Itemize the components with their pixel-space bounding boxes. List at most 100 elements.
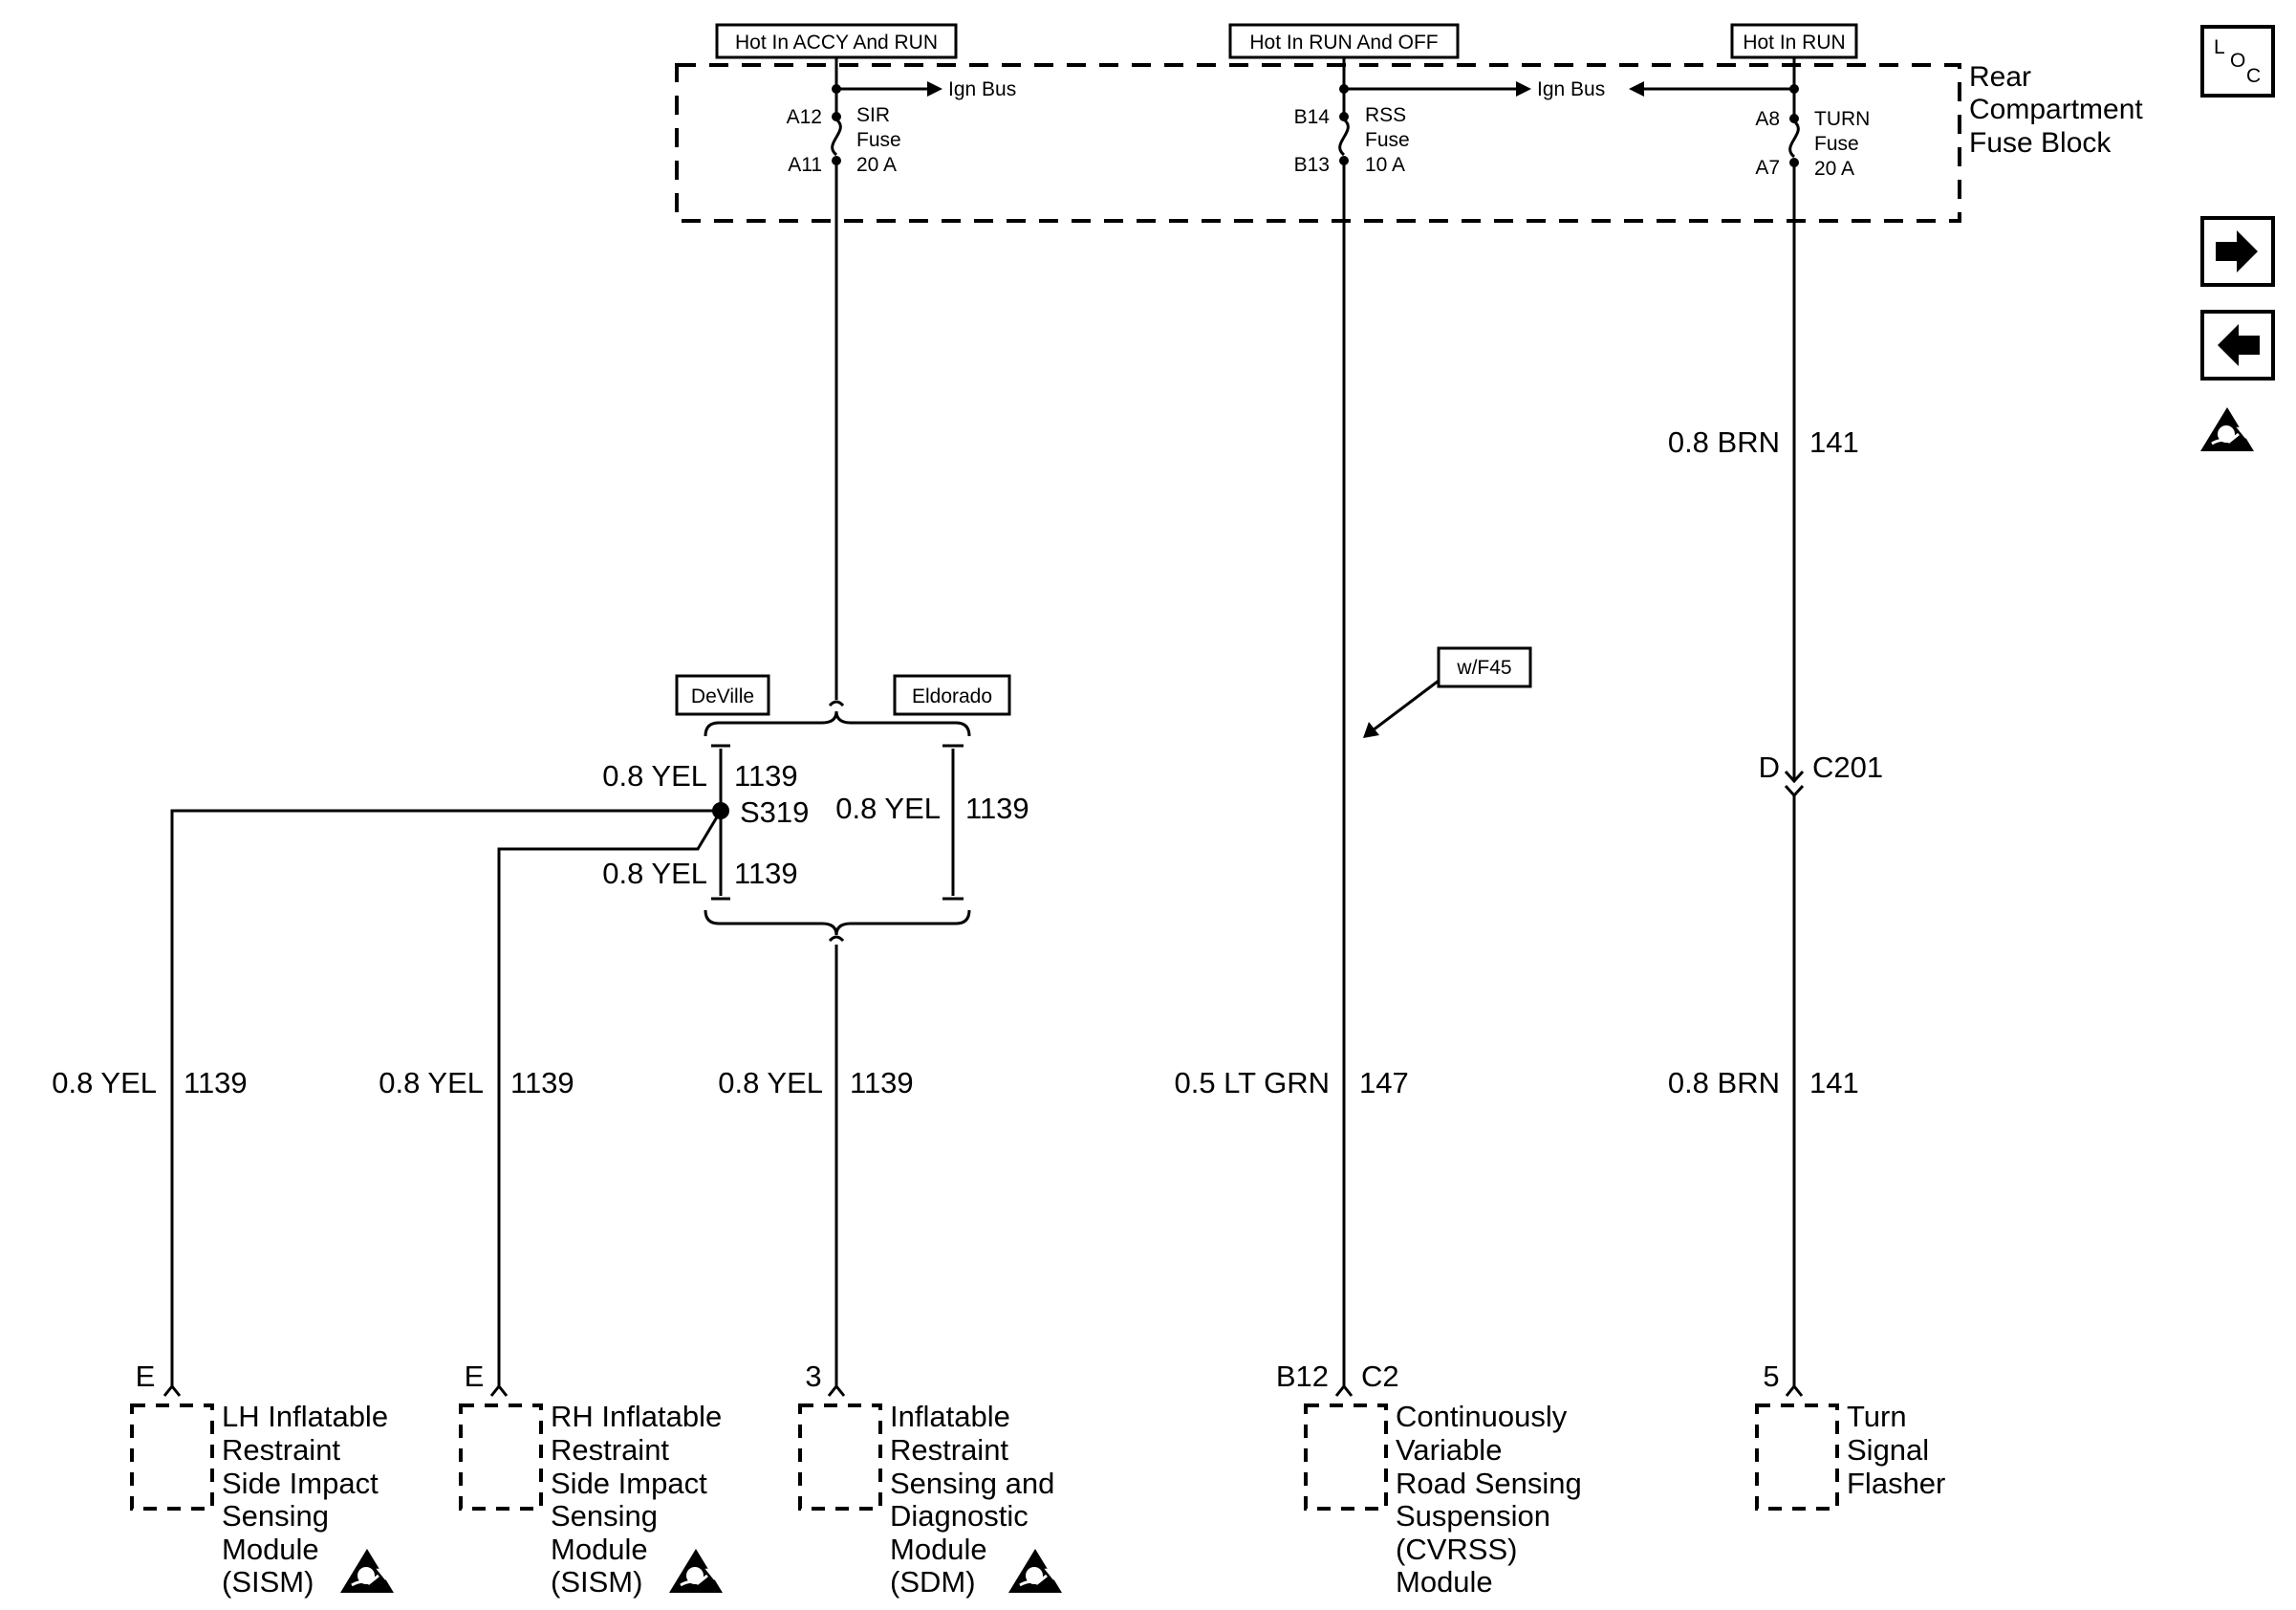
svg-text:Ign Bus: Ign Bus [1537,78,1605,100]
wire-label-w3-gauge: 0.8 YEL [718,1066,823,1099]
wire-label-w4-circuit: 147 [1359,1066,1409,1099]
svg-text:20 A: 20 A [1814,158,1854,180]
wire-label-w2-gauge: 0.8 YEL [379,1066,484,1099]
svg-text:Turn: Turn [1847,1400,1907,1433]
svg-text:Flasher: Flasher [1847,1467,1945,1500]
svg-text:B13: B13 [1294,154,1330,176]
svg-text:RSS: RSS [1365,104,1406,126]
svg-text:B12: B12 [1276,1360,1329,1393]
eldorado-circuit: 1139 [965,792,1029,825]
power-label-run-off: Hot In RUN And OFF [1228,23,1460,59]
component-turn-flasher: 5 Turn Signal Flasher [1755,1360,1945,1511]
svg-text:Side Impact: Side Impact [222,1467,379,1500]
esd-warning-icon [338,1547,396,1595]
svg-text:w/F45: w/F45 [1456,657,1511,679]
svg-text:Restraint: Restraint [551,1433,669,1467]
svg-text:Hot In RUN: Hot In RUN [1743,32,1845,54]
option-wf45: w/F45 [1363,646,1532,738]
fuse-block-label-3: Fuse Block [1969,127,2112,159]
svg-text:B14: B14 [1294,106,1331,128]
wire-label-w5-circuit: 141 [1809,425,1859,459]
splice-circuit-top: 1139 [734,759,798,793]
svg-text:L: L [2214,36,2225,58]
svg-text:(SISM): (SISM) [551,1565,642,1599]
svg-text:Fuse: Fuse [856,129,901,151]
sir-fuse: A12 A11 SIR Fuse 20 A [787,89,901,176]
svg-text:Variable: Variable [1396,1433,1502,1467]
svg-text:(CVRSS): (CVRSS) [1396,1533,1517,1566]
esd-warning-icon[interactable] [2199,405,2256,453]
svg-text:Module: Module [1396,1565,1493,1599]
component-rh-sism: E RH Inflatable Restraint Side Impact Se… [459,1360,725,1599]
svg-text:SIR: SIR [856,104,890,126]
option-eldorado: Eldorado [893,674,1011,716]
svg-text:Fuse: Fuse [1814,133,1859,155]
arrow-left-icon[interactable] [2200,310,2275,381]
wire-label-w5-gauge: 0.8 BRN [1668,425,1780,459]
svg-text:A8: A8 [1755,108,1780,130]
svg-text:Suspension: Suspension [1396,1499,1550,1533]
splice-wire-bottom: 0.8 YEL [602,857,707,890]
svg-text:Fuse: Fuse [1365,129,1410,151]
svg-text:5: 5 [1763,1360,1779,1393]
svg-text:Hot In ACCY And RUN: Hot In ACCY And RUN [735,32,938,54]
splice-wire-top: 0.8 YEL [602,759,707,793]
svg-text:3: 3 [805,1360,821,1393]
svg-text:Restraint: Restraint [890,1433,1008,1467]
eldorado-wire: 0.8 YEL [835,792,941,825]
svg-text:Diagnostic: Diagnostic [890,1499,1029,1533]
connector-c201-pin: D [1759,751,1780,784]
svg-text:O: O [2230,50,2245,72]
svg-text:Sensing and: Sensing and [890,1467,1054,1500]
svg-text:RH Inflatable: RH Inflatable [551,1400,722,1433]
svg-text:(SISM): (SISM) [222,1565,314,1599]
wire-label-w6-circuit: 141 [1809,1066,1859,1099]
svg-text:Side Impact: Side Impact [551,1467,707,1500]
fuse-block-label-1: Rear [1969,61,2031,93]
svg-text:A7: A7 [1755,157,1780,179]
component-lh-sism: E LH Inflatable Restraint Side Impact Se… [130,1360,396,1599]
svg-text:Module: Module [222,1533,319,1566]
svg-text:Road Sensing: Road Sensing [1396,1467,1582,1500]
svg-text:A11: A11 [788,154,822,176]
svg-text:E: E [465,1360,485,1393]
svg-text:E: E [136,1360,156,1393]
svg-text:Ign Bus: Ign Bus [948,78,1016,100]
svg-text:C: C [2246,65,2261,87]
svg-text:TURN: TURN [1814,108,1870,130]
svg-text:Hot In RUN And OFF: Hot In RUN And OFF [1249,32,1438,54]
arrow-right-icon[interactable] [2200,216,2275,287]
svg-text:LH Inflatable: LH Inflatable [222,1400,388,1433]
esd-warning-icon [667,1547,725,1595]
ign-bus-arrow-1: Ign Bus [836,78,1016,100]
wire-label-w2-circuit: 1139 [510,1066,574,1099]
ign-bus-arrow-2: Ign Bus [1344,78,1794,100]
rss-fuse: B14 B13 RSS Fuse 10 A [1294,89,1410,176]
svg-text:DeVille: DeVille [691,685,754,707]
svg-text:Module: Module [890,1533,987,1566]
svg-text:A12: A12 [787,106,822,128]
component-cvrss: B12 C2 Continuously Variable Road Sensin… [1276,1360,1582,1599]
svg-text:10 A: 10 A [1365,154,1405,176]
location-icon[interactable]: L O C [2200,25,2275,98]
svg-text:Eldorado: Eldorado [912,685,992,707]
wire-label-w1-circuit: 1139 [184,1066,248,1099]
esd-warning-icon [1007,1547,1064,1595]
fuse-block-boundary [675,63,1961,223]
component-sdm: 3 Inflatable Restraint Sensing and Diagn… [798,1360,1064,1599]
svg-text:C2: C2 [1361,1360,1399,1393]
svg-text:Sensing: Sensing [551,1499,658,1533]
power-label-accy-run: Hot In ACCY And RUN [715,23,958,59]
wire-label-w6-gauge: 0.8 BRN [1668,1066,1780,1099]
option-deville: DeVille [675,674,770,716]
svg-text:Inflatable: Inflatable [890,1400,1010,1433]
power-label-run: Hot In RUN [1730,23,1858,59]
fuse-block-label-2: Compartment [1969,94,2143,125]
svg-text:Module: Module [551,1533,648,1566]
wire-label-w1-gauge: 0.8 YEL [52,1066,157,1099]
connector-c201-name: C201 [1812,751,1883,784]
svg-text:Sensing: Sensing [222,1499,329,1533]
svg-text:(SDM): (SDM) [890,1565,976,1599]
turn-fuse: A8 A7 TURN Fuse 20 A [1755,89,1870,180]
wire-label-w3-circuit: 1139 [850,1066,914,1099]
